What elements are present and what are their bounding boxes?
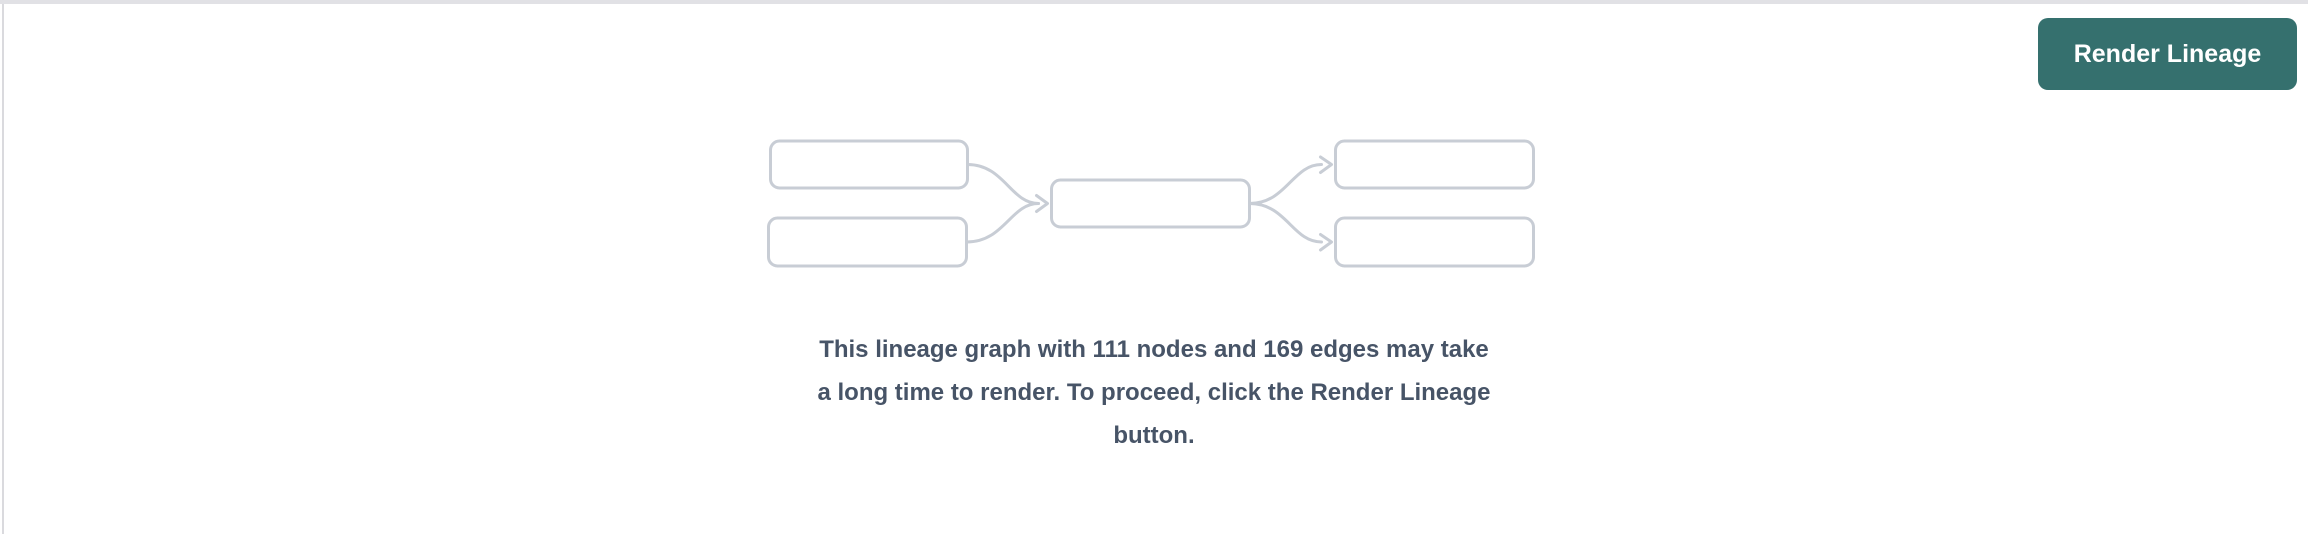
arrowhead-icon (1035, 194, 1049, 213)
lineage-warning-line-2: a long time to render. To proceed, click… (817, 379, 1491, 406)
lineage-edge-center-to-top-right (1248, 163, 1323, 205)
lineage-graph-preview-illustration (767, 139, 1535, 268)
lineage-edge-center-to-bottom-right (1248, 202, 1323, 244)
lineage-warning-line-1: This lineage graph with 111 nodes and 16… (819, 336, 1489, 363)
render-lineage-button[interactable]: Render Lineage (2038, 18, 2297, 90)
lineage-node-top-right (1334, 139, 1535, 190)
lineage-empty-state: This lineage graph with 111 nodes and 16… (767, 133, 1542, 457)
lineage-warning-line-3: button. (1113, 422, 1195, 449)
lineage-edge-top-left-to-center (966, 163, 1040, 205)
arrowhead-icon (1319, 233, 1333, 252)
lineage-warning-message: This lineage graph with 111 nodes and 16… (817, 328, 1490, 457)
lineage-edge-bottom-left-to-center (965, 202, 1040, 244)
left-border-line (2, 4, 4, 534)
lineage-node-bottom-right (1334, 216, 1535, 268)
lineage-node-top-left (769, 139, 969, 190)
lineage-node-bottom-left (767, 216, 968, 268)
lineage-node-center (1050, 178, 1251, 229)
top-border-bar (0, 0, 2308, 4)
arrowhead-icon (1319, 155, 1333, 174)
